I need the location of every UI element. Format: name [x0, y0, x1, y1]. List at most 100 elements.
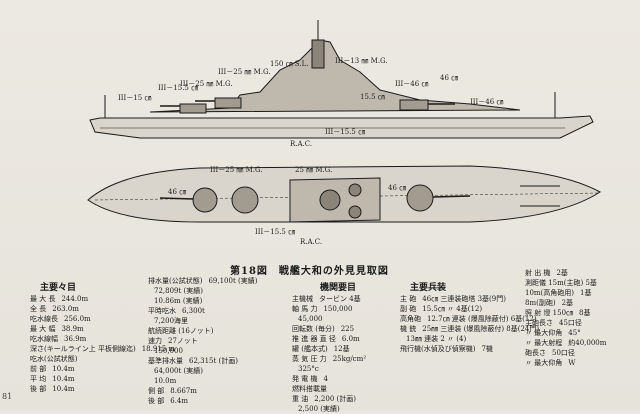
row-value: 38.9m: [61, 325, 84, 333]
row-value: 45口径: [559, 319, 582, 327]
row-value: 225: [340, 325, 355, 333]
elev-label: 46 ㎝: [440, 74, 459, 82]
row-key: 機 銃: [400, 325, 417, 333]
ship-drawing: [87, 20, 601, 223]
row-key: 〃 最大仰角: [525, 329, 563, 337]
row-value: 325°c: [298, 365, 319, 373]
row-value: 150,000: [323, 305, 353, 313]
elev-label: III－15 ㎝: [118, 94, 152, 102]
row-key: 主機械: [292, 295, 313, 303]
table-row: 最 大 幅 38.9m: [30, 324, 140, 334]
row-value: 25㎜ 三連装 (爆風除蔽付) 8基(24門): [422, 325, 540, 333]
table-row: 回転数 (毎分) 225: [292, 324, 392, 334]
plan-label: 46 ㎝: [388, 184, 407, 192]
section-title-machinery: 機関要目: [320, 283, 357, 293]
row-value: 25kg/cm²: [332, 355, 367, 363]
row-key: 前 部: [30, 365, 47, 373]
row-key: 最 大 長: [30, 295, 56, 303]
row-value: 2,500 (実績): [298, 405, 340, 413]
row-value: 18.915 m: [141, 345, 176, 353]
row-value: 45°: [568, 329, 581, 337]
row-value: W: [568, 359, 576, 367]
row-key: 後 部: [148, 397, 165, 405]
table-row: 飛行機(水偵及び偵察機)7機: [400, 344, 520, 354]
plan-view: [87, 165, 601, 223]
row-value: 10.0m: [154, 377, 177, 385]
row-value: タービン 4基: [319, 295, 361, 303]
elev-label: III－46 ㎝: [395, 80, 429, 88]
plan-label: 25 ㎜ M.G.: [295, 166, 333, 174]
table-row: 2,500 (実績): [292, 404, 392, 414]
row-value: 約40,000m: [568, 339, 607, 347]
row-key: 飛行機(水偵及び偵察機): [400, 345, 476, 353]
turret-1-plan: [192, 187, 218, 213]
table-row: 深さ(キールライン上 平板側線迄) 18.915 m: [30, 344, 175, 354]
row-value: 72,809t (実績): [154, 287, 203, 295]
margin-mark: 81: [2, 392, 13, 401]
table-row: 64,000t (実績): [148, 366, 288, 376]
table-row: 平時吃水 6,300t: [148, 306, 288, 316]
row-key: 基準排水量: [148, 357, 183, 365]
row-key: 罐 (艦本式): [292, 345, 328, 353]
row-key: 吃水線長: [30, 315, 58, 323]
row-value: 27ノット: [168, 337, 198, 345]
table-row: 72,809t (実績): [148, 286, 288, 296]
bridge-tower: [311, 39, 325, 69]
row-key: 回転数 (毎分): [292, 325, 335, 333]
table-row: 主機械タービン 4基: [292, 294, 392, 304]
row-value: 50口径: [552, 349, 575, 357]
row-key: 10m(高角砲用): [525, 289, 575, 297]
row-key: 最 大 幅: [30, 325, 56, 333]
row-key: 深さ(キールライン上 平板側線迄): [30, 345, 136, 353]
row-key: 発 電 機: [292, 375, 318, 383]
table-row: 325°c: [292, 364, 392, 374]
row-key: 照 射 燈 150㎝: [525, 309, 574, 317]
elev-label: 150 ㎝ S.L.: [270, 60, 309, 68]
turret-3-side: [399, 99, 429, 111]
row-value: 12.7㎝ 連装 (爆風除蔽付) 6基(12): [427, 315, 537, 323]
row-key: 吃水(公試状態): [30, 355, 78, 363]
row-value: 7,200海里: [154, 317, 189, 325]
row-value: 6.4m: [170, 397, 189, 405]
row-key: 航続距離 (16ノット): [148, 327, 214, 335]
secondary-turret-plan: [348, 205, 362, 219]
row-value: 1基: [580, 289, 592, 297]
side-elevation: [89, 20, 594, 139]
row-key: 砲長さ: [525, 349, 546, 357]
row-value: 12基: [333, 345, 350, 353]
row-value: 256.0m: [64, 315, 91, 323]
hull-side: [89, 115, 594, 139]
table-row: 後 部 6.4m: [148, 396, 288, 406]
table-row: 10m(高角砲用) 1基: [525, 288, 635, 298]
table-row: 罐 (艦本式) 12基: [292, 344, 392, 354]
row-key: 速力: [148, 337, 162, 345]
table-row: 機 銃 25㎜ 三連装 (爆風除蔽付) 8基(24門): [400, 324, 539, 334]
table-row: 燃料搭載量: [292, 384, 392, 394]
table-row: 航続距離 (16ノット): [148, 326, 288, 336]
table-row: 排水量(公試状態)69,100t (実績): [148, 276, 288, 286]
row-key: 〃 最大仰角: [525, 359, 563, 367]
elev-label: III－25 ㎜ M.G.: [180, 80, 233, 88]
row-key: 側 部: [148, 387, 165, 395]
plan-label: R.A.C.: [300, 238, 323, 246]
row-value: 6,300t: [182, 307, 205, 315]
row-key: 後 部: [30, 385, 47, 393]
figure-caption: 第18図 戦艦大和の外見見取図: [230, 266, 389, 277]
gun-barrel: [159, 197, 194, 200]
row-key: 平時吃水: [148, 307, 176, 315]
row-value: 6.0m: [341, 335, 360, 343]
row-value: 10.4m: [52, 365, 75, 373]
